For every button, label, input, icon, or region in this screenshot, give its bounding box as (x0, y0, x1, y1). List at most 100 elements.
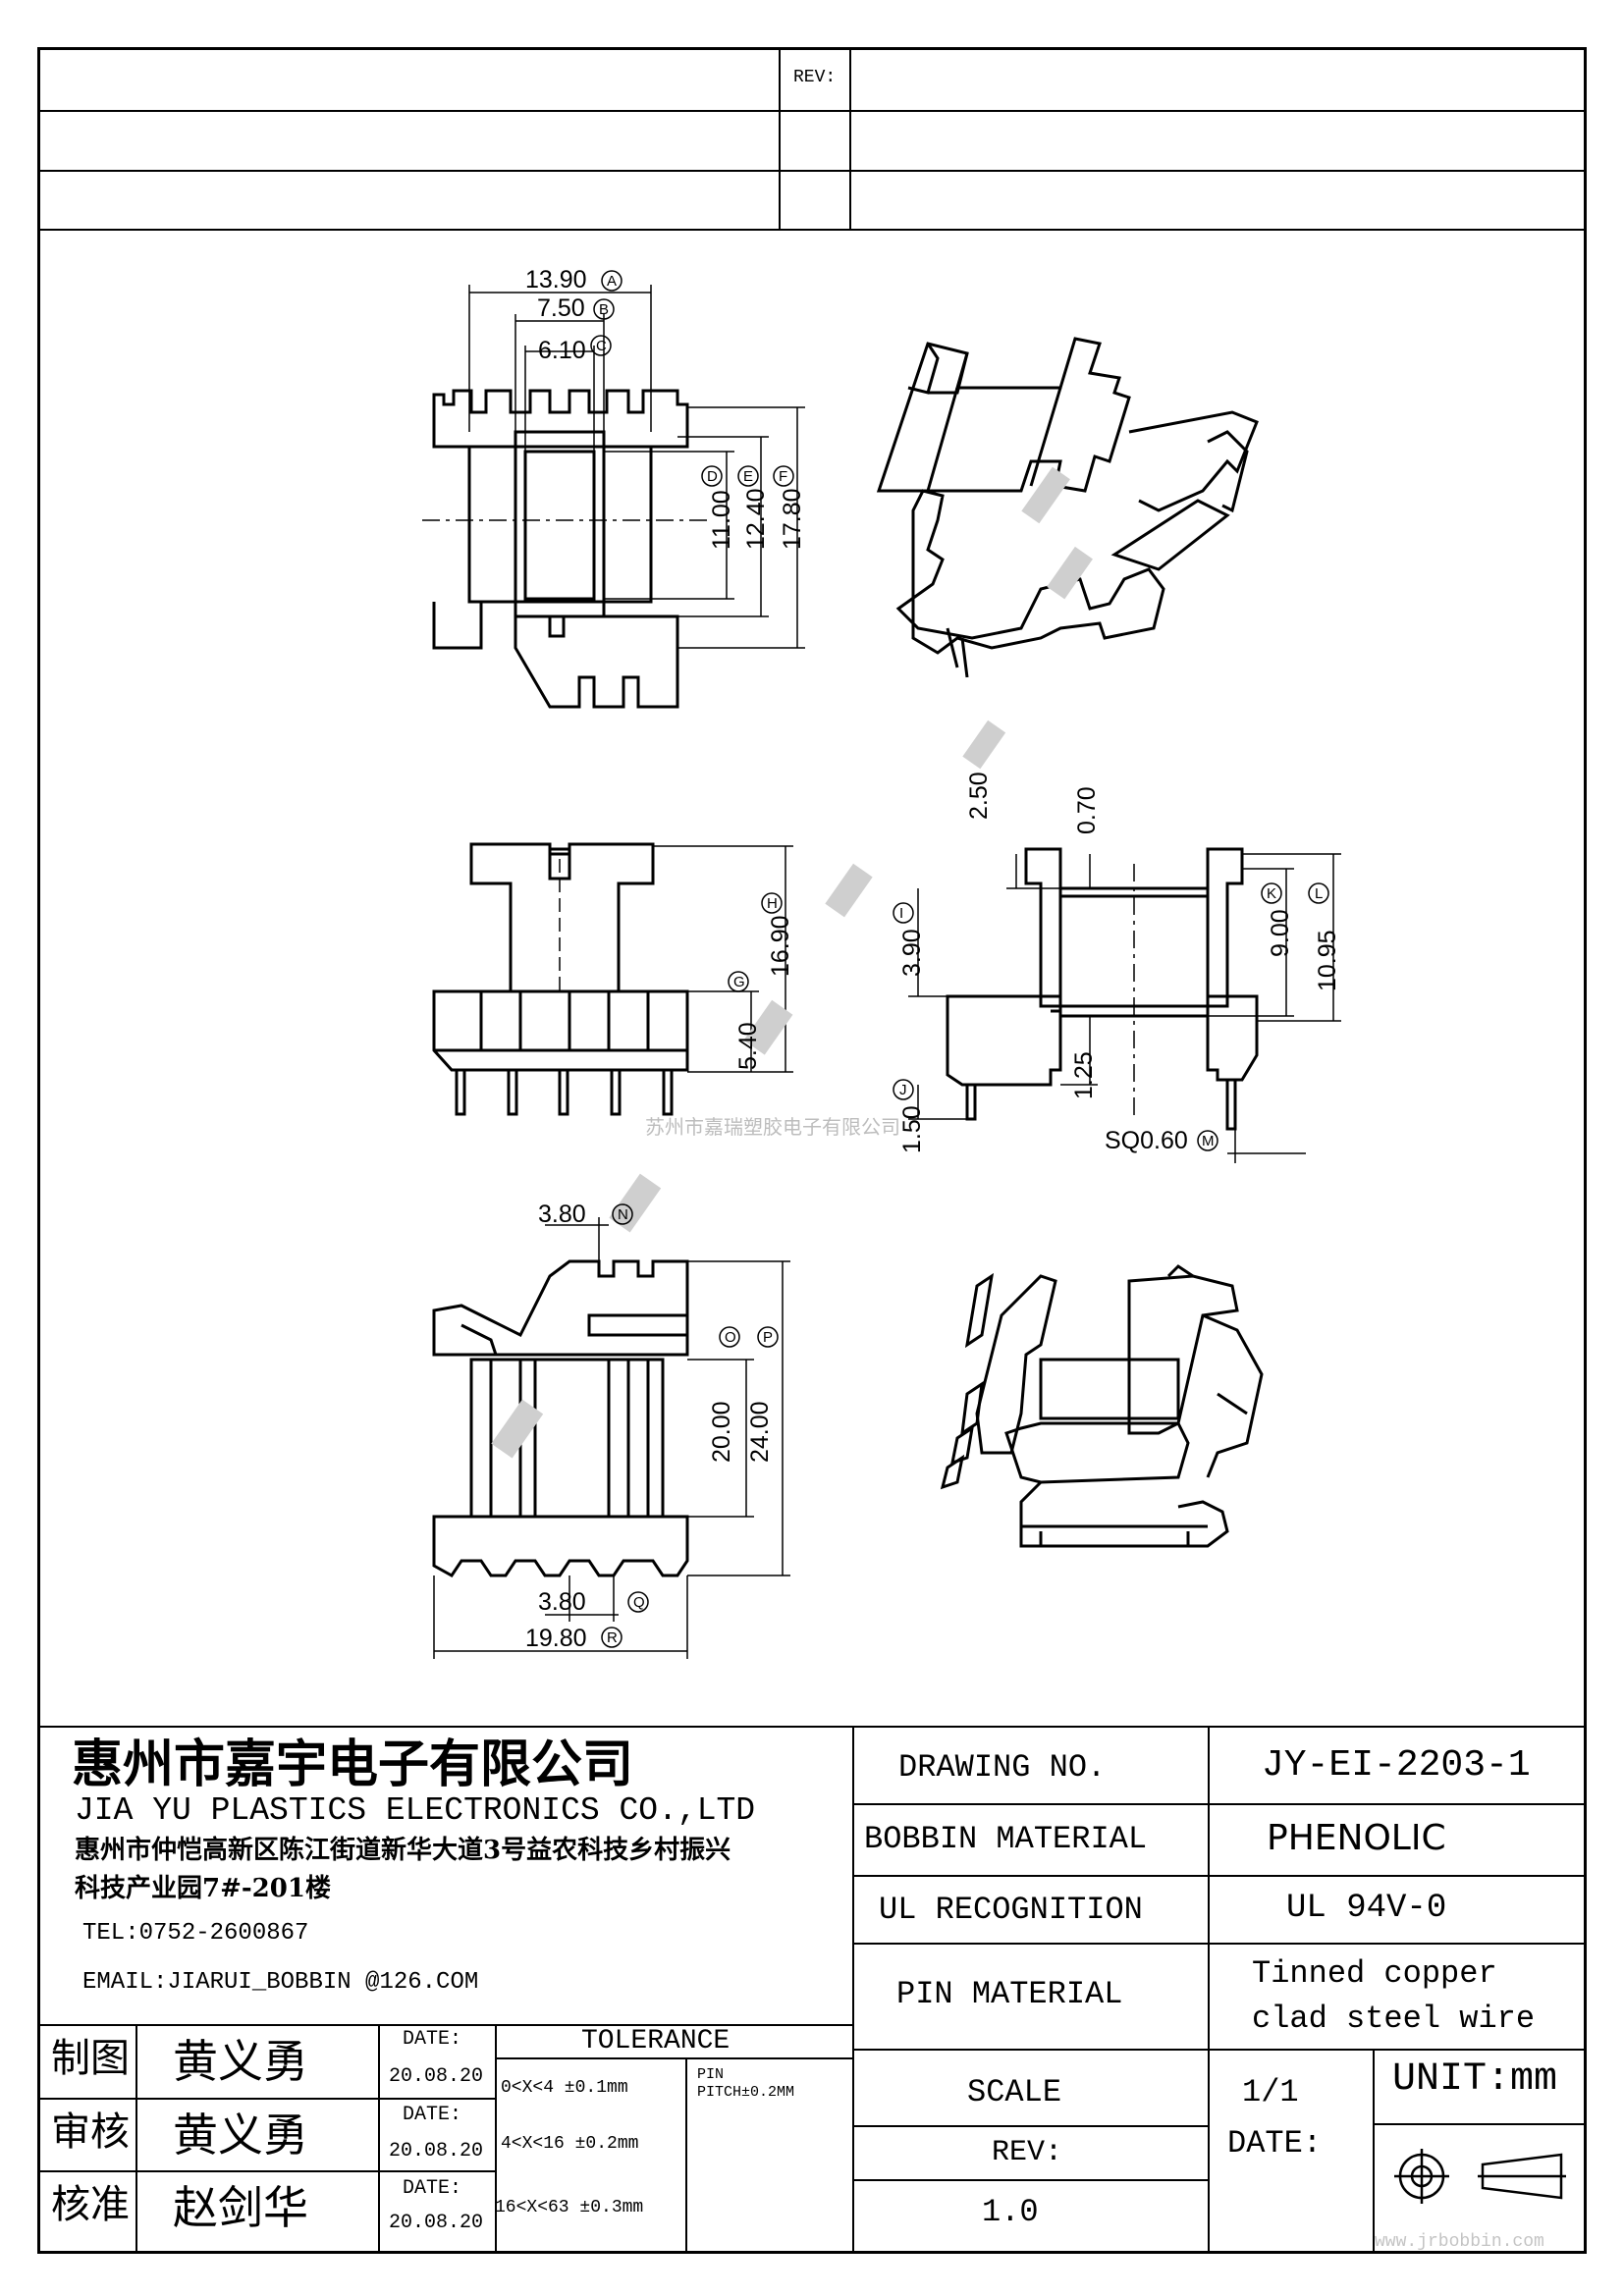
tolerance-pin-value: PITCH±0.2MM (697, 2084, 795, 2101)
tag-r: R (607, 1629, 618, 1646)
company-name-en: JIA YU PLASTICS ELECTRONICS CO.,LTD (75, 1792, 756, 1829)
tag-b: B (599, 301, 609, 318)
dim-10-95: 10.95 (1314, 930, 1341, 991)
rev-row-line (39, 110, 1587, 112)
grid-line (685, 2057, 687, 2254)
company-email: EMAIL:JIARUI_BOBBIN @126.COM (82, 1969, 479, 1996)
grid-line (852, 1803, 1587, 1805)
front-view (432, 842, 689, 1116)
title-block-top-line (39, 1726, 1587, 1728)
ul-recognition-label: UL RECOGNITION (879, 1892, 1143, 1928)
grid-line (852, 2049, 1587, 2051)
grid-line (495, 2024, 497, 2254)
date-label-approved: DATE: (403, 2177, 462, 2200)
company-address-2: 科技产业园7#-201楼 (75, 1874, 331, 1903)
dim-17-80: 17.80 (779, 488, 806, 550)
dim-12-40: 12.40 (742, 488, 770, 550)
tag-p: P (763, 1329, 773, 1346)
bobbin-material-label: BOBBIN MATERIAL (864, 1821, 1148, 1857)
scale-label: SCALE (967, 2074, 1062, 2110)
dim-9-00: 9.00 (1267, 909, 1294, 957)
drawing-no-label: DRAWING NO. (898, 1749, 1107, 1786)
dim-2-50: 2.50 (965, 772, 993, 820)
dim-7-50: 7.50 (537, 294, 585, 322)
tag-k: K (1267, 885, 1276, 902)
rev-col-line (779, 49, 781, 230)
top-view (422, 389, 707, 709)
dim-0-70: 0.70 (1073, 786, 1101, 834)
grid-line (852, 1875, 1587, 1877)
company-name-cn: 惠州市嘉宇电子有限公司 (72, 1735, 634, 1794)
name-checked: 黄义勇 (173, 2109, 308, 2162)
grid-line (378, 2024, 380, 2254)
pin-material-label: PIN MATERIAL (896, 1976, 1123, 2012)
tag-l: L (1315, 885, 1323, 902)
drawing-no-value: JY-EI-2203-1 (1262, 1744, 1531, 1787)
tolerance-row-3: 16<X<63 ±0.3mm (495, 2198, 644, 2217)
name-drawn: 黄义勇 (173, 2035, 308, 2088)
tolerance-pin-label: PIN (697, 2066, 725, 2083)
bobbin-material-value: PHENOLIC (1267, 1818, 1446, 1858)
grid-line (852, 1726, 854, 2254)
tag-c: C (596, 338, 607, 354)
tag-m: M (1202, 1133, 1215, 1149)
dim-11-00: 11.00 (708, 490, 735, 550)
date-label-drawn: DATE: (403, 2028, 462, 2051)
iso-view-1 (876, 337, 1259, 678)
grid-line (852, 2179, 1208, 2181)
tag-j: J (899, 1082, 907, 1098)
tag-n: N (618, 1206, 628, 1223)
tag-h: H (767, 895, 778, 912)
dim-1-25: 1.25 (1070, 1051, 1098, 1099)
grid-line (39, 2024, 852, 2026)
dim-19-80: 19.80 (525, 1625, 587, 1652)
tag-e: E (743, 468, 753, 485)
scale-value: 1/1 (1242, 2074, 1299, 2110)
rev-header-label: REV: (793, 68, 837, 87)
dim-3-80-top: 3.80 (538, 1201, 586, 1228)
company-tel: TEL:0752-2600867 (82, 1920, 309, 1947)
dim-3-90: 3.90 (898, 929, 926, 977)
dim-3-80-bottom: 3.80 (538, 1588, 586, 1616)
unit-label: UNIT:mm (1392, 2057, 1558, 2102)
role-drawn: 制图 (51, 2036, 130, 2081)
drawing-frame (37, 47, 1587, 2254)
tolerance-row-1: 0<X<4 ±0.1mm (501, 2078, 628, 2098)
date-checked: 20.08.20 (389, 2140, 484, 2163)
role-checked: 审核 (51, 2109, 130, 2155)
rev-label: REV: (992, 2136, 1063, 2169)
grid-line (135, 2024, 137, 2254)
tag-o: O (725, 1329, 736, 1346)
grid-line (1373, 2123, 1587, 2125)
rev-row-line (39, 229, 1587, 231)
grid-line (39, 2098, 495, 2100)
grid-line (852, 2125, 1208, 2127)
dim-20-00: 20.00 (708, 1401, 735, 1463)
dim-5-40: 5.40 (734, 1022, 762, 1070)
tag-q: Q (633, 1594, 645, 1611)
iso-view-2 (940, 1264, 1264, 1548)
tolerance-row-2: 4<X<16 ±0.2mm (501, 2134, 639, 2154)
role-approved: 核准 (51, 2182, 130, 2227)
tag-i: I (899, 905, 903, 922)
tolerance-title: TOLERANCE (581, 2026, 731, 2056)
grid-line (852, 1943, 1587, 1945)
grid-line (495, 2057, 852, 2059)
date-label-checked: DATE: (403, 2104, 462, 2126)
company-address-1: 惠州市仲恺高新区陈江街道新华大道3号益农科技乡村振兴 (75, 1836, 731, 1865)
dimension-labels: 13.90 A 7.50 B 6.10 C 11.00 D 12.40 E 17… (525, 266, 1341, 1652)
dim-24-00: 24.00 (746, 1401, 774, 1463)
dim-16-90: 16.90 (767, 915, 794, 977)
watermark-company: 苏州市嘉瑞塑胶电子有限公司 (645, 1115, 900, 1139)
watermark-strokes (491, 466, 1093, 1459)
ul-recognition-value: UL 94V-0 (1286, 1890, 1447, 1927)
rev-col-line (849, 49, 851, 230)
grid-line (39, 2170, 495, 2172)
dim-13-90: 13.90 (525, 266, 587, 294)
tag-a: A (607, 273, 617, 290)
dim-1-50: 1.50 (898, 1105, 926, 1153)
tag-f: F (779, 468, 787, 485)
rev-row-line (39, 170, 1587, 172)
date-drawn: 20.08.20 (389, 2065, 484, 2088)
pin-material-line-2: clad steel wire (1252, 2001, 1536, 2037)
